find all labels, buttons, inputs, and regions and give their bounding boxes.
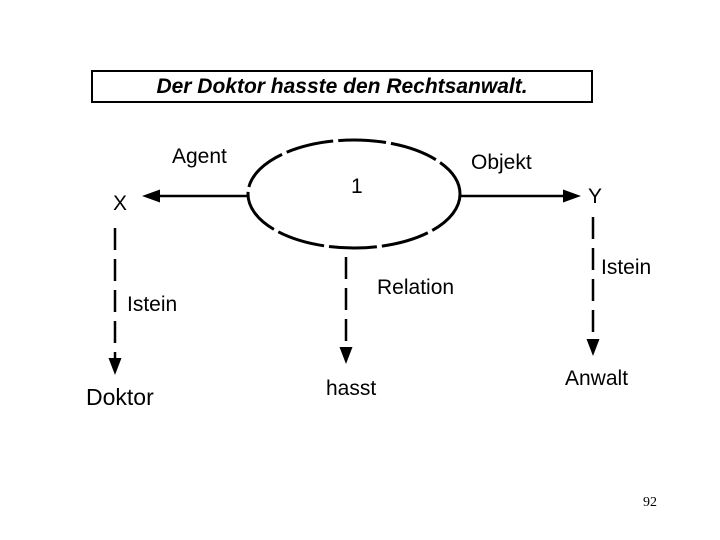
node-y-label: Y: [588, 185, 603, 208]
proposition-node-ellipse: [246, 138, 462, 250]
objekt-arrowhead-icon: [563, 189, 581, 203]
edge-label-objekt: Objekt: [471, 151, 532, 174]
edge-label-istein-left: Istein: [127, 293, 178, 316]
sentence-title-box: Der Doktor hasste den Rechtsanwalt.: [91, 70, 593, 103]
agent-arrowhead-icon: [142, 189, 160, 203]
edge-label-istein-right: Istein: [601, 256, 652, 279]
relation-arrowhead-icon: [339, 347, 353, 364]
node-doktor-label: Doktor: [86, 384, 154, 410]
proposition-node-label: 1: [351, 175, 363, 198]
edge-label-agent: Agent: [172, 145, 227, 168]
istein-right-arrowhead-icon: [586, 339, 600, 356]
istein-left-arrowhead-icon: [108, 358, 122, 375]
node-hasst-label: hasst: [326, 377, 377, 400]
sentence-title: Der Doktor hasste den Rechtsanwalt.: [156, 74, 528, 98]
node-anwalt-label: Anwalt: [565, 367, 629, 390]
edge-label-relation: Relation: [377, 276, 455, 299]
page-number: 92: [643, 495, 657, 510]
node-x-label: X: [113, 192, 128, 215]
